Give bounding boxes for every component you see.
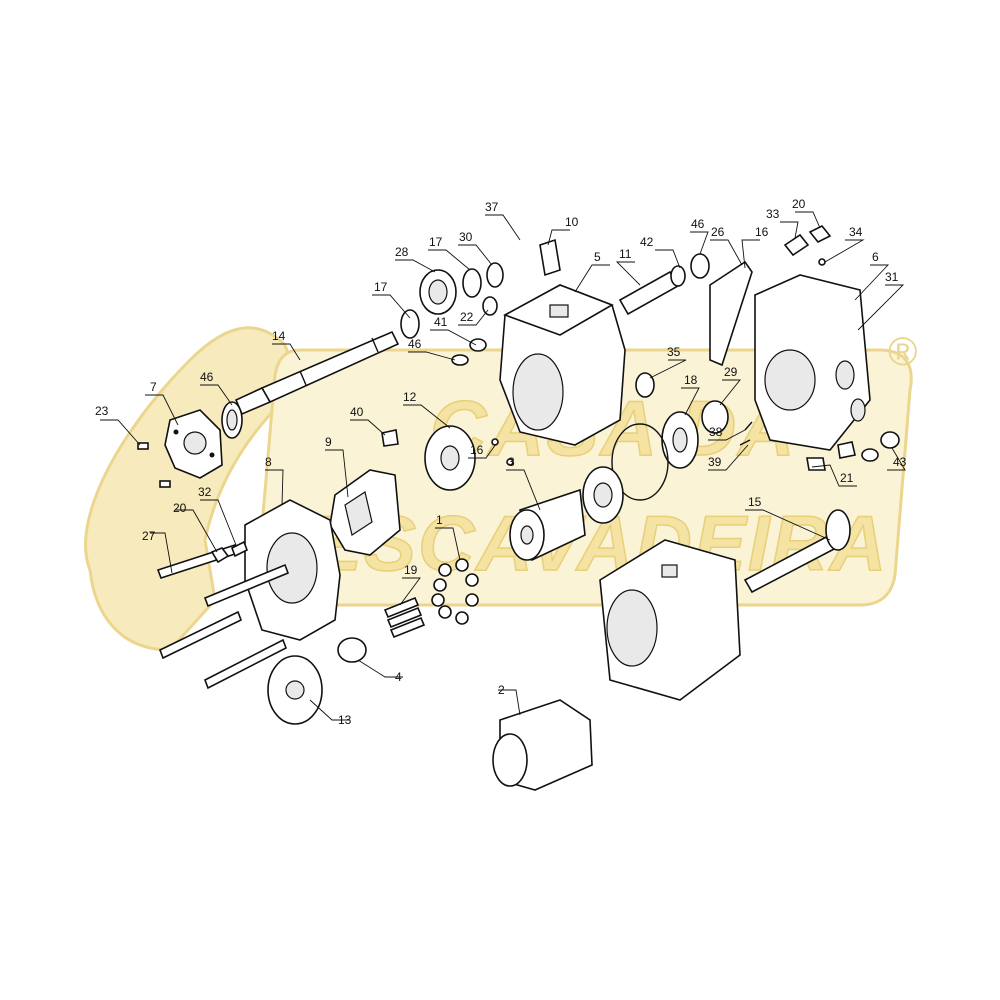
callout-37: 37 (485, 200, 499, 214)
callout-22: 22 (460, 310, 474, 324)
callout-20-lower: 20 (173, 501, 187, 515)
part-23-bolt (137, 442, 171, 488)
callout-13: 13 (338, 713, 352, 727)
callout-46-left: 46 (200, 370, 214, 384)
callout-30: 30 (459, 230, 473, 244)
part-29-needle-bearing (701, 400, 729, 434)
part-26-plate (709, 260, 753, 367)
part-5-housing (499, 284, 626, 446)
part-46-seal (221, 401, 243, 439)
part-15-shaft (743, 509, 851, 594)
callout-6: 6 (872, 250, 879, 264)
part-38-39-pins (739, 421, 753, 446)
part-40-16-small (381, 429, 514, 466)
part-6-regulator-body (754, 274, 871, 451)
part-8-housing-cover (244, 499, 341, 641)
callout-38: 38 (709, 425, 723, 439)
part-1-pistons (431, 558, 479, 625)
callout-26: 26 (711, 225, 725, 239)
callout-43: 43 (893, 455, 907, 469)
callout-9: 9 (325, 435, 332, 449)
callout-11: 11 (619, 247, 632, 261)
callout-15: 15 (748, 495, 762, 509)
watermark-registered-mark: ® (888, 330, 917, 374)
part-7-flange (164, 409, 223, 479)
part-12-plate (424, 425, 476, 491)
part-19-springs (383, 596, 426, 639)
part-22-41-plugs (451, 296, 498, 366)
part-cylinder-block (509, 488, 586, 562)
part-11-pinion-shaft (618, 253, 710, 316)
part-28-bearing (419, 269, 457, 315)
callout-1: 1 (436, 513, 443, 527)
part-32-pin (230, 540, 249, 558)
callout-18: 18 (684, 373, 698, 387)
leader-lines (100, 211, 906, 721)
part-21-43-plugs (806, 431, 900, 471)
callout-46-top: 46 (691, 217, 705, 231)
callout-7: 7 (150, 380, 157, 394)
callout-33: 33 (766, 207, 780, 221)
callout-16-mid: 16 (470, 443, 484, 457)
part-lower-housing (599, 539, 741, 701)
part-4-ball-guide (337, 637, 367, 663)
callout-41: 41 (434, 315, 448, 329)
part-20-nut (210, 547, 230, 564)
callout-21: 21 (840, 471, 854, 485)
callout-17-top: 17 (429, 235, 443, 249)
callout-4: 4 (395, 670, 402, 684)
callout-40: 40 (350, 405, 364, 419)
part-10-block (539, 238, 561, 277)
watermark-banner (255, 348, 913, 607)
callout-23: 23 (95, 404, 109, 418)
callout-27: 27 (142, 529, 156, 543)
callout-2: 2 (498, 683, 505, 697)
callout-35: 35 (667, 345, 681, 359)
callout-labels: 23 7 46 14 8 27 20 32 9 40 12 17 28 17 3… (95, 197, 907, 727)
callout-46-mid: 46 (408, 337, 422, 351)
part-o-ring (611, 423, 669, 501)
part-3-port-plate (582, 466, 624, 524)
callout-28: 28 (395, 245, 409, 259)
callout-14: 14 (272, 329, 286, 343)
callout-39: 39 (708, 455, 722, 469)
callout-10: 10 (565, 215, 579, 229)
callout-34: 34 (849, 225, 863, 239)
callout-3: 3 (508, 455, 515, 469)
callout-16-top: 16 (755, 225, 769, 239)
part-17-30-rings (400, 262, 504, 339)
callout-42: 42 (640, 235, 654, 249)
callout-8: 8 (265, 455, 272, 469)
callout-12: 12 (403, 390, 417, 404)
callout-5: 5 (594, 250, 601, 264)
callout-31: 31 (885, 270, 899, 284)
part-13-retainer-plate (267, 655, 323, 725)
callout-19: 19 (404, 563, 418, 577)
part-18-gear (661, 411, 699, 469)
callout-17-left: 17 (374, 280, 388, 294)
part-2-rotary-group (492, 699, 593, 791)
part-35-gear (635, 372, 655, 398)
callout-32: 32 (198, 485, 212, 499)
callout-20-top: 20 (792, 197, 806, 211)
part-33-20-34-small (783, 224, 832, 266)
callout-29: 29 (724, 365, 738, 379)
